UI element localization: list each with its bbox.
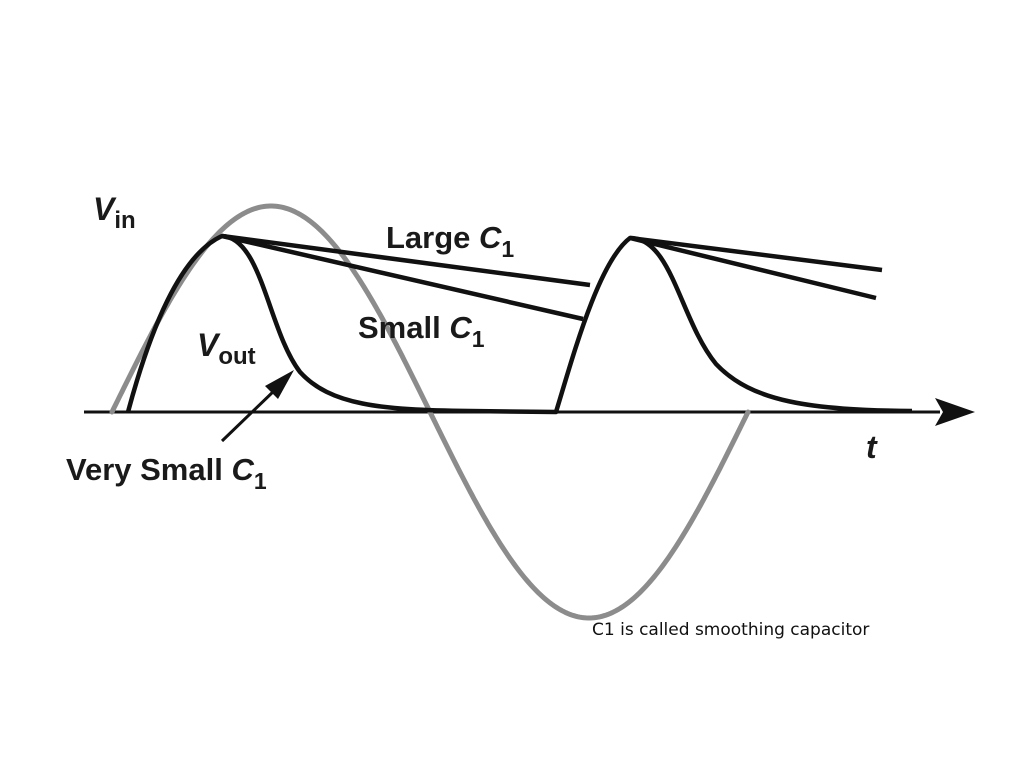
large-c1-label: Large C1	[386, 220, 514, 262]
vin-label-main: V	[93, 191, 117, 227]
vin-label-sub: in	[114, 207, 135, 234]
vout-curve-small-c1	[221, 233, 877, 322]
very-small-pointer-line	[220, 387, 278, 443]
vout-curve-very-small-c1	[125, 233, 913, 415]
small-c1-main: C	[449, 310, 472, 345]
small-c1-text: Small	[358, 310, 449, 345]
vout-label: Vout	[197, 327, 256, 370]
very-small-pointer-arrowhead	[265, 370, 294, 399]
vout-curve-large-c1	[221, 233, 883, 288]
small-c1-label: Small C1	[358, 310, 485, 352]
vin-label: Vin	[93, 191, 136, 234]
very-small-c1-text: Very Small	[66, 452, 231, 487]
time-axis-arrowhead	[935, 398, 975, 426]
very-small-c1-sub: 1	[254, 468, 267, 494]
large-c1-main: C	[479, 220, 502, 255]
large-c1-sub: 1	[501, 236, 514, 262]
vout-label-main: V	[197, 327, 221, 363]
small-c1-sub: 1	[472, 326, 485, 352]
large-c1-text: Large	[386, 220, 479, 255]
very-small-c1-label: Very Small C1	[66, 452, 267, 494]
caption-text: C1 is called smoothing capacitor	[592, 620, 870, 640]
time-axis-label: t	[866, 429, 878, 465]
very-small-c1-main: C	[231, 452, 254, 487]
vout-label-sub: out	[218, 343, 255, 370]
